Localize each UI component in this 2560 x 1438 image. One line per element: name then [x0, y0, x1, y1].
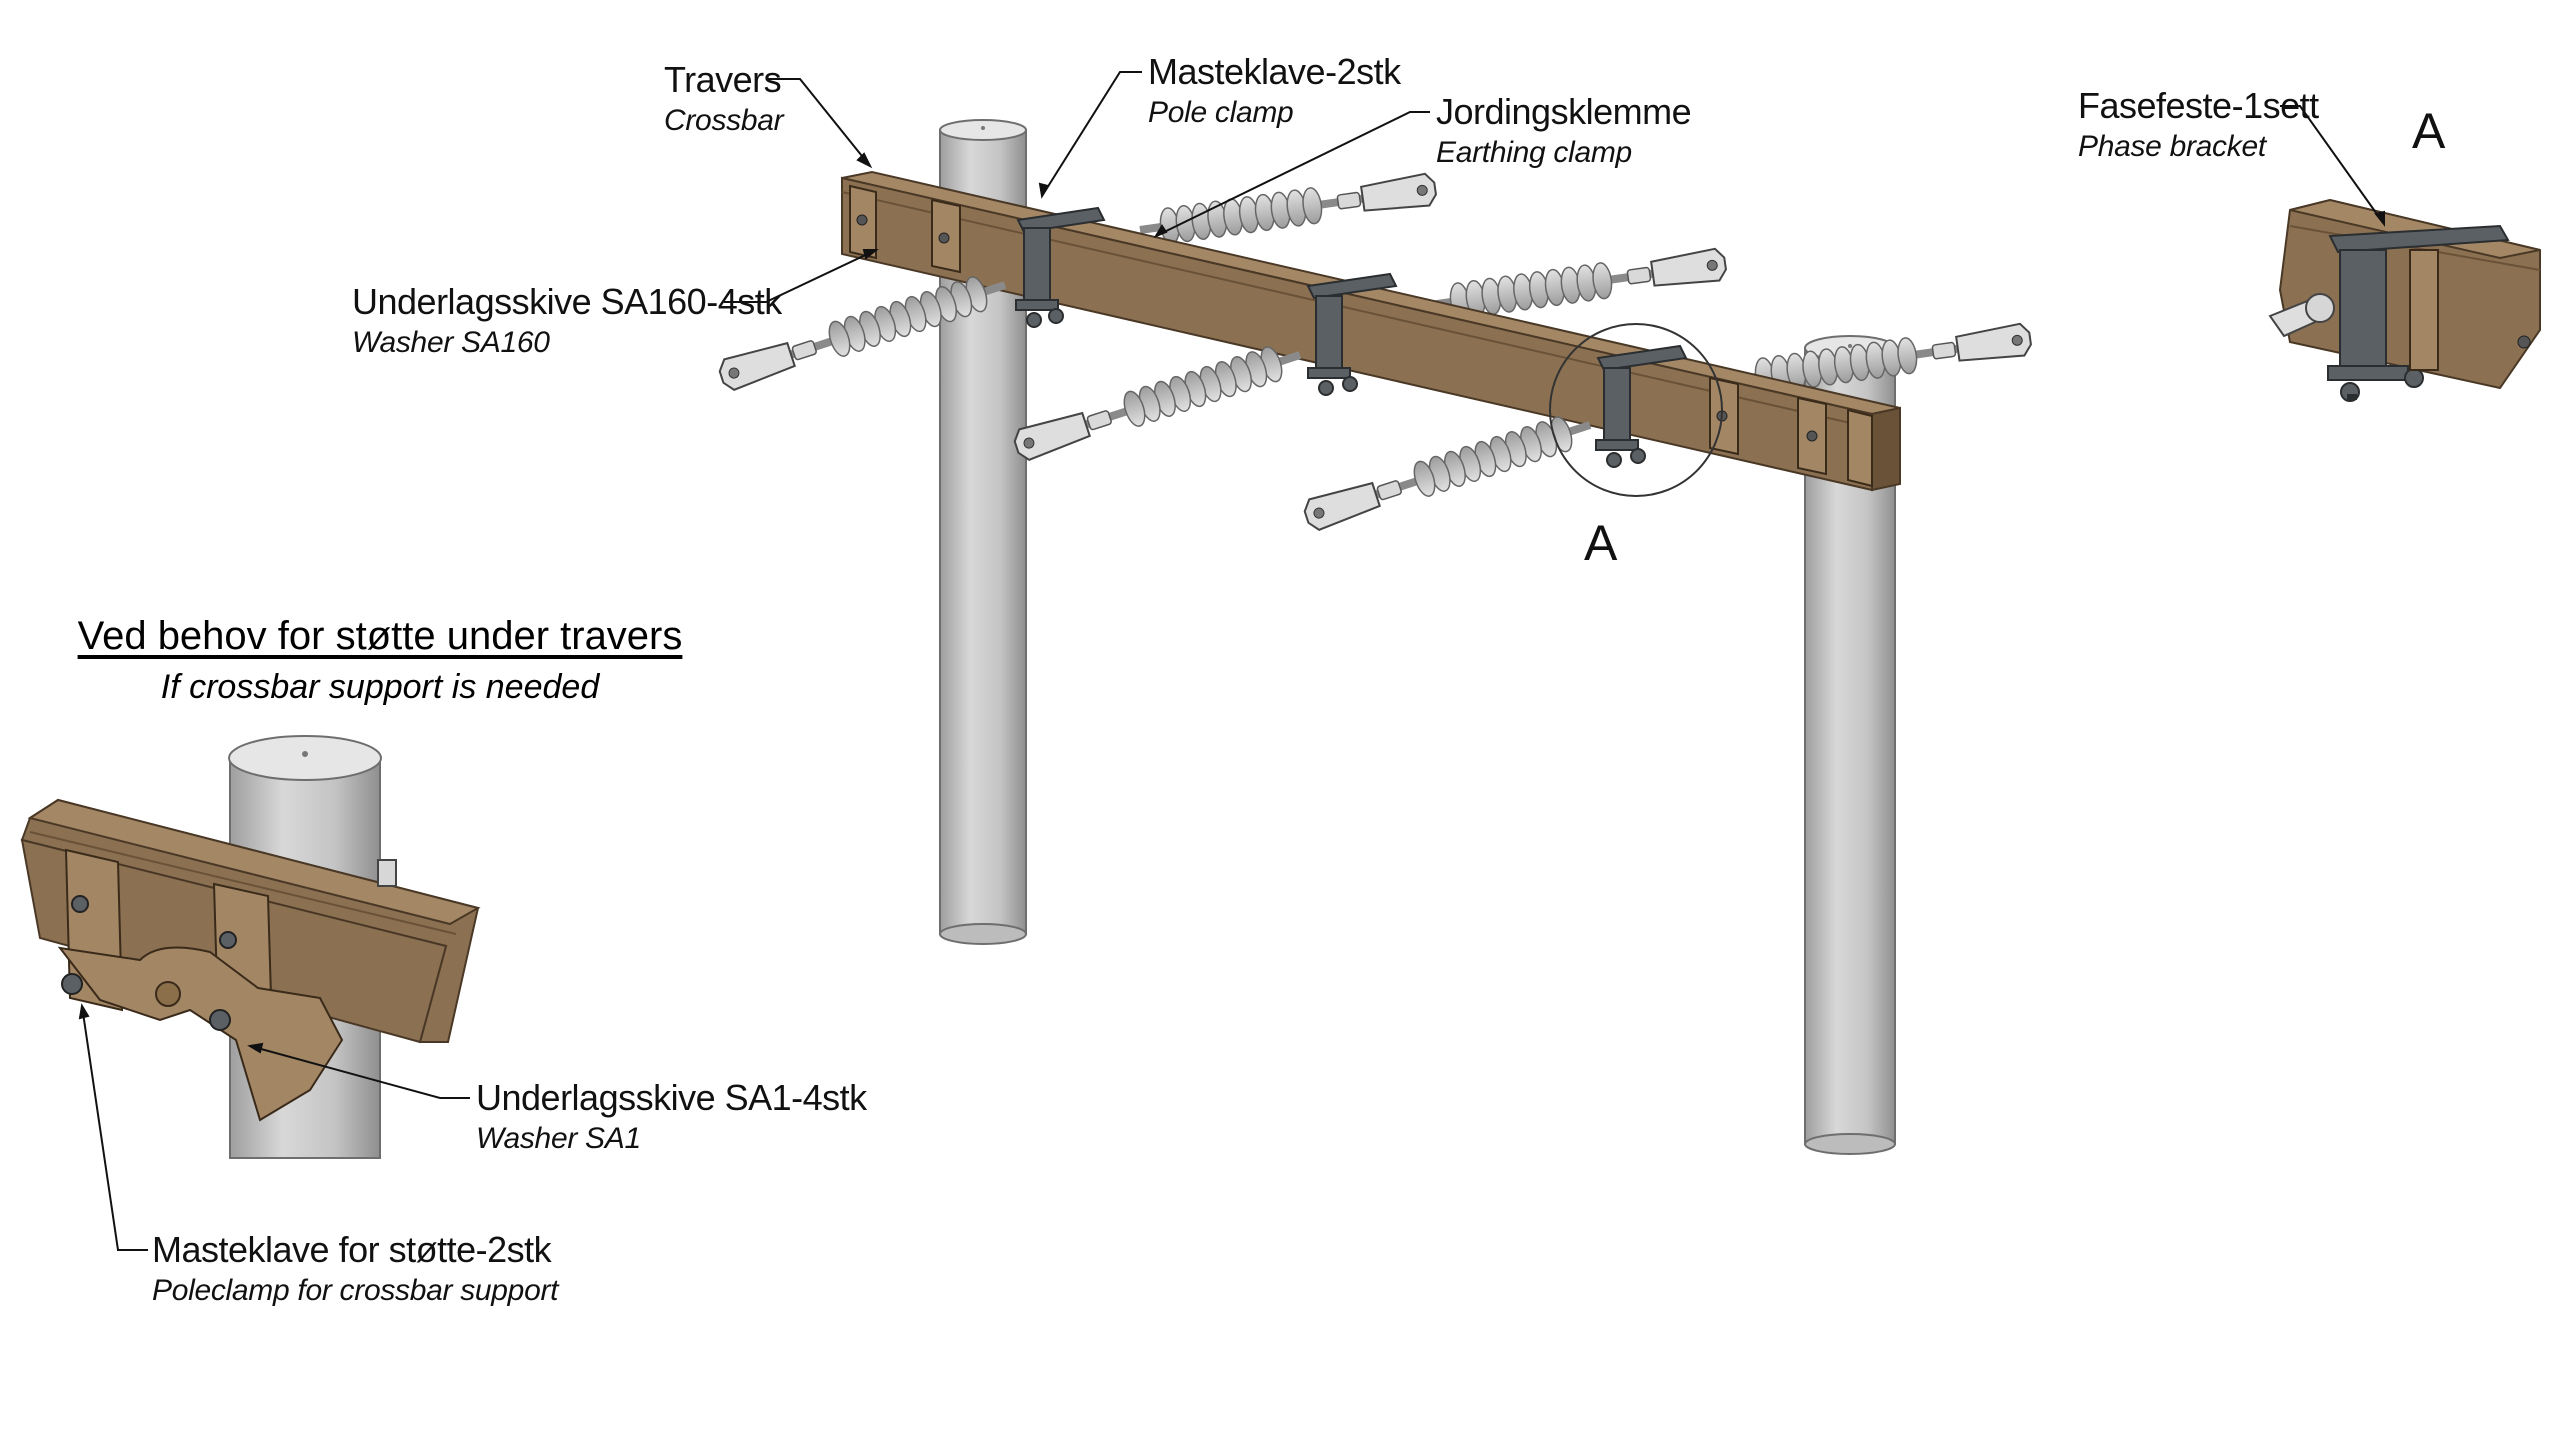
detail-circle-a	[1549, 323, 1723, 497]
label-jordingsklemme-main: Jordingsklemme	[1436, 91, 1692, 132]
phase-brackets	[1015, 206, 1688, 468]
label-underlagsskive-sa160: Underlagsskive SA160-4stk Washer SA160	[352, 284, 782, 358]
support-detail-illustration	[20, 735, 481, 1159]
front-insulator-middle	[1011, 338, 1306, 464]
detail-marker-callout: A	[2412, 103, 2446, 159]
label-fasefeste: Fasefeste-1sett Phase bracket	[2078, 88, 2319, 162]
label-travers-main: Travers	[664, 59, 782, 100]
label-underlagsskive-sa1-main: Underlagsskive SA1-4stk	[476, 1077, 867, 1118]
label-masteklave-main: Masteklave-2stk	[1148, 51, 1401, 92]
label-masteklave-stotte-sub: Poleclamp for crossbar support	[152, 1274, 559, 1307]
label-travers: Travers Crossbar	[664, 59, 784, 137]
label-fasefeste-main: Fasefeste-1sett	[2078, 85, 2319, 126]
detail-a-illustration	[2268, 198, 2541, 402]
label-travers-sub: Crossbar	[664, 104, 784, 137]
label-underlagsskive-sa160-main: Underlagsskive SA160-4stk	[352, 281, 782, 322]
support-heading: Ved behov for støtte under travers If cr…	[60, 616, 700, 704]
label-jordingsklemme-sub: Earthing clamp	[1436, 136, 1632, 169]
label-jordingsklemme: Jordingsklemme Earthing clamp	[1436, 91, 1692, 169]
label-fasefeste-sub: Phase bracket	[2078, 130, 2266, 163]
label-masteklave: Masteklave-2stk Pole clamp	[1148, 54, 1401, 128]
label-masteklave-stotte: Masteklave for støtte-2stk Poleclamp for…	[152, 1232, 558, 1306]
leader-lines	[78, 71, 2385, 1251]
back-insulator-left	[1137, 171, 1437, 248]
support-heading-sub: If crossbar support is needed	[160, 668, 600, 706]
label-underlagsskive-sa1: Underlagsskive SA1-4stk Washer SA1	[476, 1080, 867, 1154]
label-underlagsskive-sa1-sub: Washer SA1	[476, 1122, 641, 1155]
label-underlagsskive-sa160-sub: Washer SA160	[352, 326, 550, 359]
label-masteklave-sub: Pole clamp	[1148, 96, 1294, 129]
support-heading-main: Ved behov for støtte under travers	[77, 614, 683, 658]
label-masteklave-stotte-main: Masteklave for støtte-2stk	[152, 1229, 552, 1270]
detail-marker-main: A	[1584, 515, 1618, 571]
